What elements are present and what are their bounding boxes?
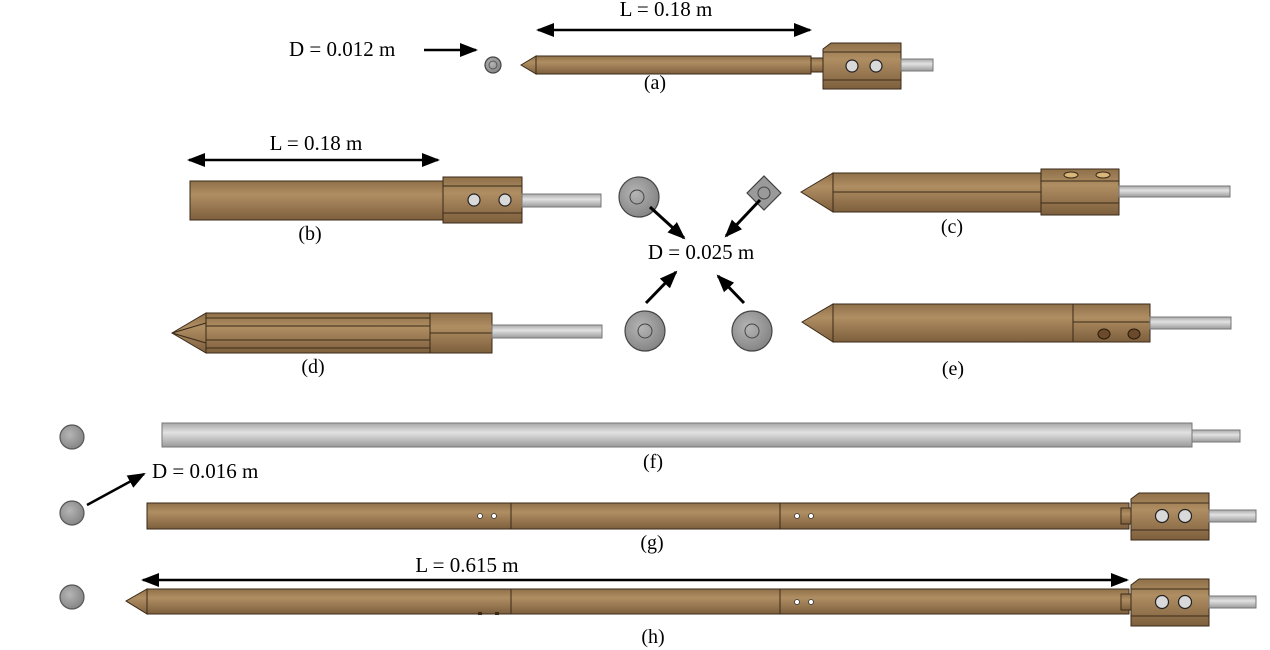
cross-section-g <box>59 500 85 526</box>
screw-hole <box>1177 508 1193 524</box>
screw-hole <box>1154 508 1170 524</box>
caption-g: (g) <box>640 532 663 554</box>
caption-a: (a) <box>644 72 666 94</box>
cable-d <box>491 324 603 339</box>
pointer-arrow <box>716 274 746 305</box>
caption-d: (d) <box>301 356 324 378</box>
tip-d <box>171 312 207 354</box>
cable-e <box>1149 316 1232 330</box>
caption-e: (e) <box>942 358 964 380</box>
rod-e <box>832 303 1074 343</box>
screw-hole <box>1097 328 1111 340</box>
cable-b <box>521 193 602 208</box>
length-label-h: L = 0.615 m <box>415 553 518 577</box>
rod-f <box>161 422 1193 448</box>
mid-cross-sections: D = 0.025 m <box>618 175 782 352</box>
diameter-label-long: D = 0.016 m <box>152 459 258 483</box>
probe-h: L = 0.615 m (h) <box>59 553 1257 648</box>
tip-h <box>125 588 148 615</box>
probe-e: (e) <box>801 303 1232 380</box>
probe-a: L = 0.18 m D = 0.012 m (a) <box>289 0 934 94</box>
screw-hole <box>467 193 481 207</box>
tip-a <box>520 55 537 75</box>
cross-section-a <box>484 56 502 74</box>
tip-e <box>801 303 834 343</box>
connector-h <box>1130 578 1210 627</box>
cross-section-f <box>59 424 85 450</box>
diameter-label-a: D = 0.012 m <box>289 37 395 61</box>
diameter-arrow-long <box>86 472 146 507</box>
caption-f: (f) <box>643 451 663 473</box>
screw-hole <box>1177 594 1193 610</box>
screw-hole <box>1095 171 1111 179</box>
cross-section-h <box>59 584 85 610</box>
caption-h: (h) <box>641 626 664 648</box>
cable-c <box>1118 185 1231 198</box>
probe-c: (c) <box>800 168 1231 238</box>
long-diameter-callout: D = 0.016 m <box>86 459 258 507</box>
cross-section-c <box>746 175 782 211</box>
probe-f: (f) <box>59 422 1241 473</box>
rod-g <box>146 502 1130 530</box>
cross-section-b <box>618 176 660 218</box>
connector-g <box>1130 492 1210 541</box>
rod-h <box>146 588 1130 615</box>
caption-b: (b) <box>298 223 321 245</box>
connector-a <box>822 42 902 90</box>
screw-hole <box>1154 594 1170 610</box>
length-label-b: L = 0.18 m <box>270 131 363 155</box>
cable-g <box>1208 509 1257 523</box>
pointer-arrow <box>648 205 686 240</box>
screw-hole <box>869 59 883 73</box>
cable-a <box>900 58 934 72</box>
rod-a <box>535 55 812 75</box>
length-label-a: L = 0.18 m <box>620 0 713 21</box>
pointer-arrow <box>724 198 762 238</box>
caption-c: (c) <box>941 216 963 238</box>
cable-f <box>1191 429 1241 443</box>
pointer-arrow <box>644 270 678 305</box>
screw-hole <box>1063 171 1079 179</box>
screw-hole <box>498 193 512 207</box>
tip-c <box>800 172 834 213</box>
diameter-label-mid: D = 0.025 m <box>648 240 754 264</box>
rod-d <box>205 312 431 354</box>
cross-section-d <box>624 310 666 352</box>
probe-b: L = 0.18 m (b) <box>187 131 602 245</box>
probe-g: (g) <box>59 492 1257 554</box>
rod-b <box>189 180 444 221</box>
cross-section-e <box>731 310 773 352</box>
probe-d: (d) <box>171 312 603 378</box>
screw-hole <box>845 59 859 73</box>
cable-h <box>1208 595 1257 609</box>
screw-hole <box>1127 328 1141 340</box>
